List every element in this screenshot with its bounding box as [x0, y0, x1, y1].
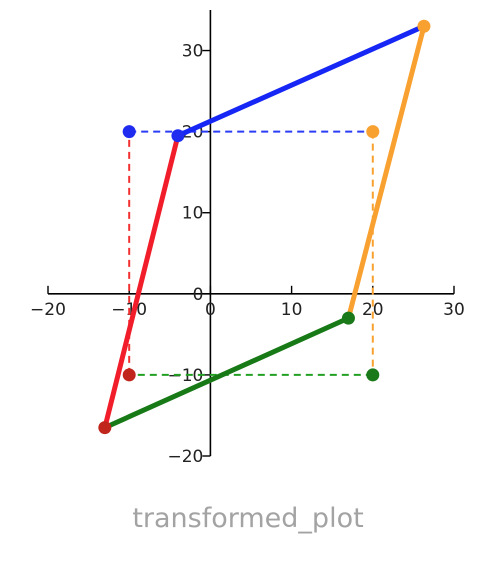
- original-point-1: [366, 125, 380, 139]
- transformed-point-3: [98, 421, 112, 435]
- y-tick-label: 10: [182, 204, 204, 224]
- original-point-3: [122, 368, 136, 382]
- x-tick-label: 10: [281, 300, 303, 320]
- y-tick-label: −20: [168, 447, 204, 467]
- y-tick-label: −10: [168, 366, 204, 386]
- y-tick-label: 0: [193, 285, 204, 305]
- original-point-0: [122, 125, 136, 139]
- x-tick-label: 20: [362, 300, 384, 320]
- x-tick-label: −20: [30, 300, 66, 320]
- transformed-edge-0: [175, 23, 427, 139]
- transformed-point-0: [171, 129, 185, 143]
- x-tick-label: 0: [205, 300, 216, 320]
- transformed-edge-1: [345, 23, 427, 321]
- transformed-edge-2: [102, 315, 351, 431]
- chart-caption: transformed_plot: [132, 503, 364, 534]
- x-tick-label: 30: [443, 300, 465, 320]
- transformed-edge-3: [102, 133, 181, 431]
- y-tick-label: 30: [182, 42, 204, 62]
- transformed-point-2: [341, 311, 355, 325]
- original-point-2: [366, 368, 380, 382]
- transformed-point-1: [417, 19, 431, 33]
